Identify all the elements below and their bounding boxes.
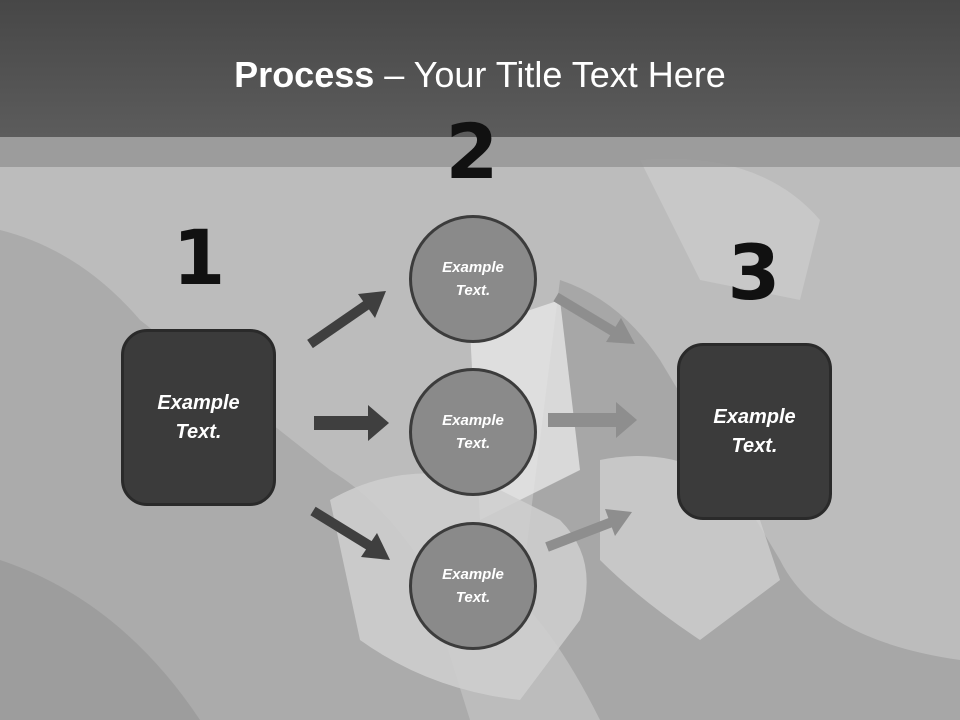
arrow-from-middle-circle (548, 402, 637, 438)
step-number-3: 3 (727, 228, 781, 317)
step-number-1: 1 (172, 213, 226, 302)
right-process-box: Example Text. (677, 343, 832, 520)
arrow-to-bottom-circle (310, 506, 390, 560)
circle-top: Example Text. (409, 215, 537, 343)
step-number-2: 2 (445, 107, 499, 196)
arrow-from-bottom-circle (545, 509, 632, 552)
left-process-box: Example Text. (121, 329, 276, 506)
circle-bottom: Example Text. (409, 522, 537, 650)
slide-title: Process – Your Title Text Here (0, 52, 960, 98)
title-bold: Process (234, 54, 375, 95)
arrow-from-top-circle (553, 292, 635, 344)
arrow-to-top-circle (307, 291, 386, 349)
title-band (0, 137, 960, 167)
circle-middle: Example Text. (409, 368, 537, 496)
title-rest: – Your Title Text Here (374, 54, 726, 95)
arrow-to-middle-circle (314, 405, 389, 441)
title-bar (0, 0, 960, 137)
